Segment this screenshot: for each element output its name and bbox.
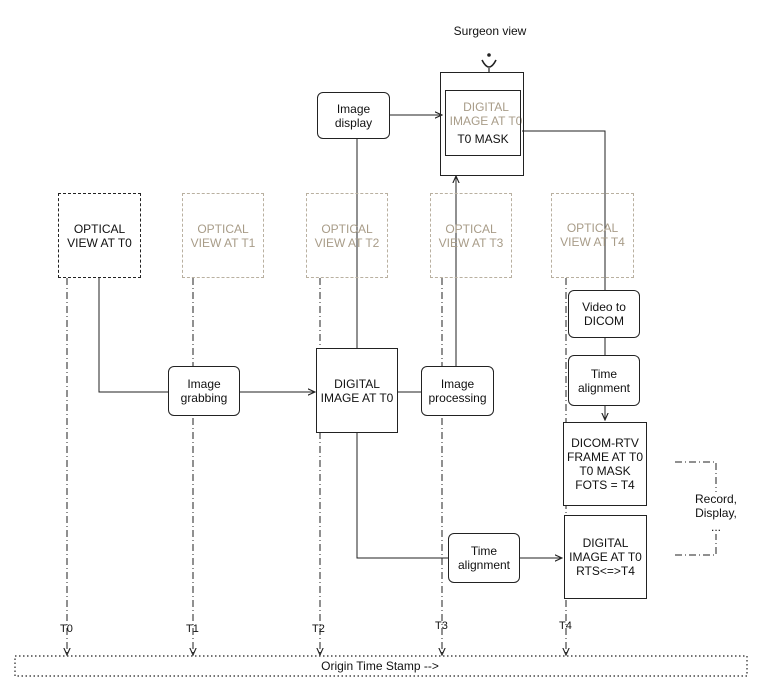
digital-image-rts-box: DIGITAL IMAGE AT T0 RTS<=>T4 xyxy=(564,515,647,599)
surgeon-display-frame xyxy=(440,72,524,176)
video-to-dicom-node: Video to DICOM xyxy=(568,290,640,338)
tick-t4: T4 xyxy=(559,620,572,632)
tick-t0: T0 xyxy=(60,623,73,635)
time-alignment-right-node: Time alignment xyxy=(568,355,640,406)
tick-t3: T3 xyxy=(435,620,448,632)
image-display-node: Image display xyxy=(317,92,390,139)
timeline-label: Origin Time Stamp --> xyxy=(321,659,439,673)
image-grabbing-node: Image grabbing xyxy=(168,366,240,416)
digital-image-t0-top: DIGITAL IMAGE AT T0 xyxy=(449,100,523,128)
t0-mask-label: T0 MASK xyxy=(457,132,509,146)
eye-icon xyxy=(481,53,497,72)
optical-view-t4: OPTICAL VIEW AT T4 xyxy=(551,193,634,278)
optical-view-t3: OPTICAL VIEW AT T3 xyxy=(430,193,512,278)
tick-t1: T1 xyxy=(186,623,199,635)
optical-view-t1: OPTICAL VIEW AT T1 xyxy=(182,193,264,278)
optical-view-t2: OPTICAL VIEW AT T2 xyxy=(306,193,388,278)
t0-mask-box: T0 MASK xyxy=(445,90,521,156)
record-display-label: Record, Display, ... xyxy=(686,492,746,534)
digital-image-t0-mid: DIGITAL IMAGE AT T0 xyxy=(316,348,398,433)
surgeon-view-label: Surgeon view xyxy=(453,24,527,38)
tick-t2: T2 xyxy=(312,623,325,635)
dicom-rtv-frame-box: DICOM-RTV FRAME AT T0 T0 MASK FOTS = T4 xyxy=(563,422,647,506)
optical-view-t0: OPTICAL VIEW AT T0 xyxy=(58,193,141,278)
time-alignment-bottom-node: Time alignment xyxy=(448,533,520,583)
image-processing-node: Image processing xyxy=(421,366,494,416)
